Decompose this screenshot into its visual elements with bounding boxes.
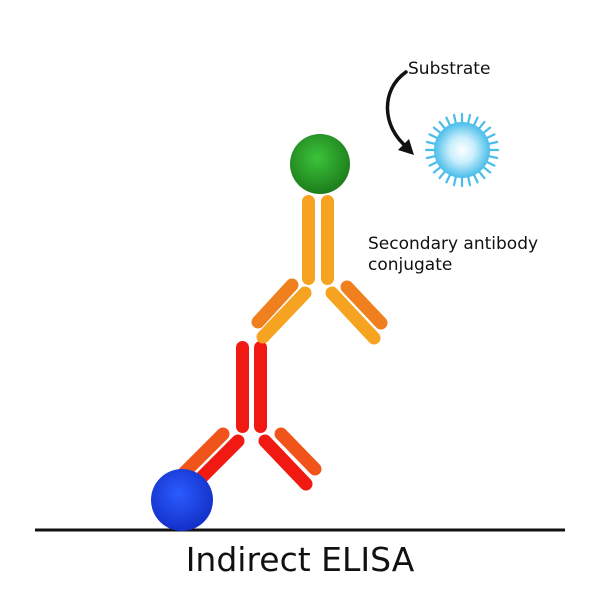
primary-antibody — [177, 341, 322, 491]
primary-antibody-right-arm-inner — [258, 434, 313, 491]
substrate-label: Substrate — [408, 59, 491, 79]
primary-antibody-left-arm-outer — [177, 427, 230, 480]
secondary-antibody-right-arm-inner — [325, 286, 381, 345]
substrate-product-icon — [424, 112, 500, 188]
antigen-circle — [151, 469, 213, 531]
secondary-antibody-label-line2: conjugate — [368, 255, 453, 275]
primary-antibody-left-arm-inner — [189, 434, 245, 490]
primary-antibody-right-arm-outer — [274, 427, 322, 476]
secondary-antibody-label-line1: Secondary antibody — [368, 234, 539, 254]
primary-antibody-heavy-chain-left — [236, 341, 249, 433]
secondary-antibody-left-arm-outer — [251, 278, 299, 329]
substrate-arrow-icon — [385, 70, 414, 155]
secondary-antibody-conjugate-label: Secondary antibody conjugate — [368, 234, 538, 276]
primary-antibody-heavy-chain-right — [254, 341, 267, 433]
diagram-title: Indirect ELISA — [185, 540, 415, 579]
secondary-antibody-heavy-chain-right — [321, 195, 334, 285]
secondary-antibody-heavy-chain-left — [302, 195, 315, 285]
enzyme-circle — [290, 134, 350, 194]
secondary-antibody — [251, 195, 388, 345]
secondary-antibody-left-arm-inner — [256, 286, 312, 344]
secondary-antibody-right-arm-outer — [340, 280, 388, 330]
